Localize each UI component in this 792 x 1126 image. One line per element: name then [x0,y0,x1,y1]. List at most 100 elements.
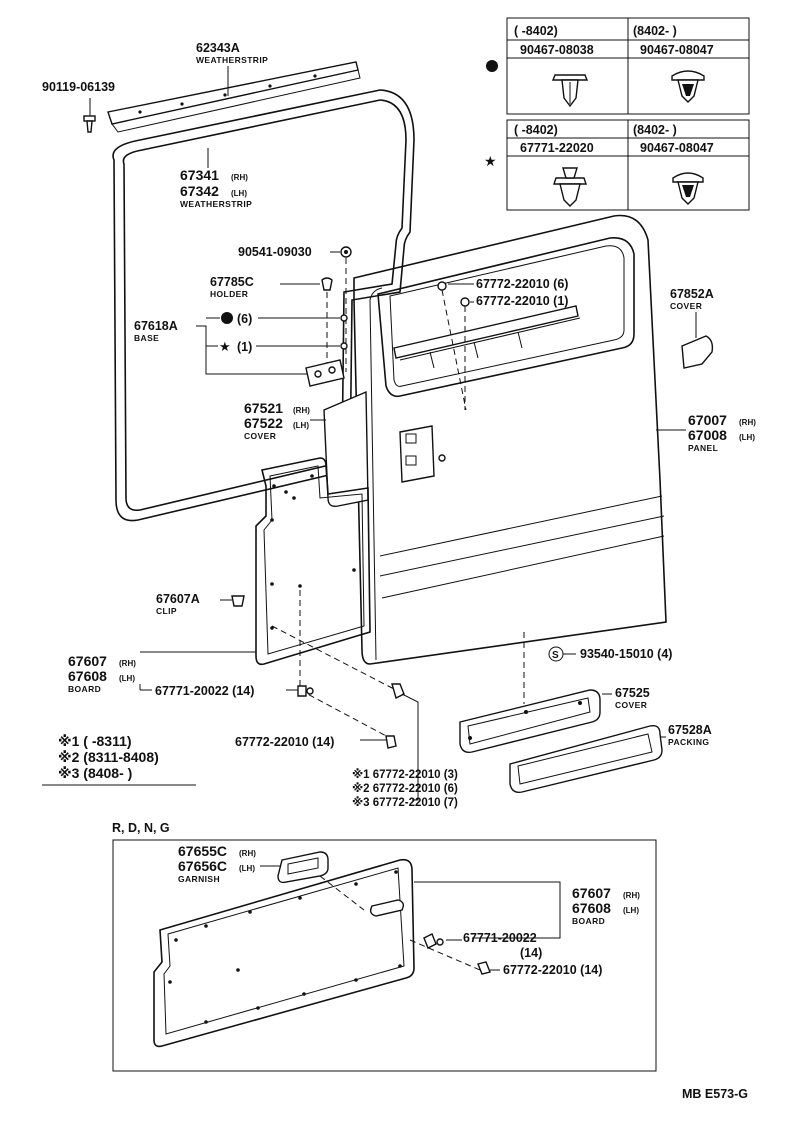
inset-clip-a-number: 67771-20022 [463,931,537,945]
board-caption: BOARD [68,684,101,694]
holder-number: 67785C [210,275,254,289]
inset-clip-b-number: 67772-22010 (14) [503,963,602,977]
packing [509,724,663,794]
weatherstrip-upper-caption: WEATHERSTRIP [196,55,268,65]
base-bracket-icon [305,314,348,387]
garnish-lh-suffix: (LH) [239,864,255,873]
inner-cover-lh-number: 67522 [244,415,283,431]
panel-rh-suffix: (RH) [739,418,756,427]
holder-caption: HOLDER [210,289,248,299]
grade-heading: R, D, N, G [112,821,170,835]
base-star-quantity: (1) [237,340,252,354]
inner-cover-caption: COVER [244,431,276,441]
diagram-code: MB E573-G [682,1087,748,1101]
table-header-late: (8402- ) [633,24,677,38]
door-clip-icon [437,281,447,291]
garnish-rh-suffix: (RH) [239,849,256,858]
base-caption: BASE [134,333,159,343]
clip-14b-number: 67772-22010 (14) [235,735,334,749]
board-rh-number: 67607 [68,653,107,669]
door-panel [353,214,667,665]
bolt-icon [340,246,352,258]
panel-lh-number: 67008 [688,427,727,443]
inset-board-lh-suffix: (LH) [623,906,639,915]
table-header-early: ( -8402) [514,24,558,38]
inner-cover-rh-number: 67521 [244,400,283,416]
screw-s-letter: S [552,650,559,661]
window-cover-number: 67852A [670,287,714,301]
inner-cover [323,390,369,508]
base-circle-quantity: (6) [237,312,252,326]
board-lh-suffix: (LH) [119,674,135,683]
garnish-caption: GARNISH [178,874,220,884]
clip-upper-number: 67772-22010 (6) [476,277,568,291]
note-period-1: ※1 ( -8311) [58,733,132,749]
panel-rh-number: 67007 [688,412,727,428]
table-header-early: ( -8402) [514,123,558,137]
window-cover-icon [681,335,714,369]
holder-clip-icon [321,277,333,291]
note-period-3: ※3 (8408- ) [58,765,132,781]
clip-lower-number: 67772-22010 (1) [476,294,568,308]
step-cover [459,689,601,754]
garnish [277,851,329,884]
inset-trim-board [153,858,415,1048]
bolt-number: 90541-09030 [238,245,312,259]
circle-symbol-icon [486,60,498,72]
clip-67607a-icon [231,595,245,607]
panel-lh-suffix: (LH) [739,433,755,442]
weatherstrip-lh-number: 67342 [180,183,219,199]
push-clip-icon [551,74,589,108]
step-cover-number: 67525 [615,686,650,700]
panel-caption: PANEL [688,443,718,453]
note-period-2: ※2 (8311-8408) [58,749,159,765]
inset-board-lh-number: 67608 [572,900,611,916]
weatherstrip-door-opening [112,89,415,522]
clip-14a-number: 67771-20022 (14) [155,684,254,698]
inset-clip-icon [477,961,491,975]
screw-s-number: 93540-15010 (4) [580,647,672,661]
screw-icon [83,115,96,133]
push-clip-icon [671,70,705,103]
board-clip-icon [297,685,314,697]
weatherstrip-rh-number: 67341 [180,167,219,183]
trim-board [255,457,371,666]
push-clip-icon [672,172,704,205]
inner-cover-lh-suffix: (LH) [293,421,309,430]
star-symbol-icon: ★ [219,339,231,354]
garnish-rh-number: 67655C [178,843,227,859]
table-header-late: (8402- ) [633,123,677,137]
inset-clip-icon [423,933,444,949]
clip-67607a-number: 67607A [156,592,200,606]
weatherstrip-upper [107,61,361,133]
inset-board-caption: BOARD [572,916,605,926]
door-clip-icon [460,297,470,307]
table-part-early: 67771-22020 [520,141,594,155]
star-symbol-icon: ★ [484,153,497,169]
board-clip-icon [391,683,405,700]
inner-cover-rh-suffix: (RH) [293,406,310,415]
weatherstrip-lh-suffix: (LH) [231,189,247,198]
inset-clip-a-quantity: (14) [520,946,542,960]
variant-clip-3: ※3 67772-22010 (7) [352,795,458,809]
garnish-lh-number: 67656C [178,858,227,874]
base-number: 67618A [134,319,178,333]
variant-clip-2: ※2 67772-22010 (6) [352,781,458,795]
inset-board-rh-suffix: (RH) [623,891,640,900]
circle-symbol-icon [221,312,233,324]
weatherstrip-caption: WEATHERSTRIP [180,199,252,209]
packing-number: 67528A [668,723,712,737]
variant-clip-1: ※1 67772-22010 (3) [352,767,458,781]
window-cover-caption: COVER [670,301,702,311]
weatherstrip-upper-number: 62343A [196,41,240,55]
step-cover-caption: COVER [615,700,647,710]
push-clip-icon [553,167,587,207]
table-part-late: 90467-08047 [640,43,714,57]
board-lh-number: 67608 [68,668,107,684]
inset-board-rh-number: 67607 [572,885,611,901]
fastener-table-circle: ( -8402) (8402- ) 90467-08038 90467-0804… [486,17,750,115]
board-clip-icon [385,735,397,749]
clip-67607a-caption: CLIP [156,606,177,616]
table-part-early: 90467-08038 [520,43,594,57]
